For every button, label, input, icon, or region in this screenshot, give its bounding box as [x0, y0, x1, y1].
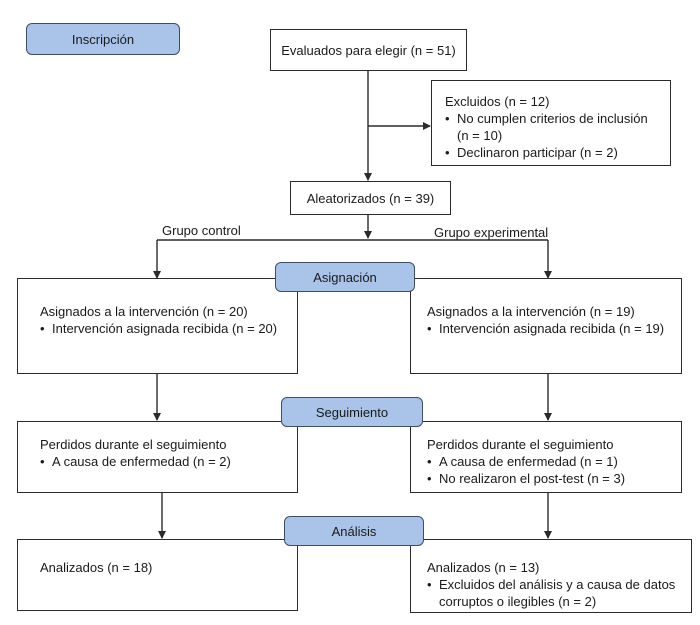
- control-seguimiento-box: Perdidos durante el seguimiento •A causa…: [17, 421, 298, 493]
- experimental-asignados-text: Asignados a la intervención (n = 19): [427, 304, 635, 319]
- stage-inscripcion: Inscripción: [26, 23, 180, 55]
- excluidos-item-declinaron: •Declinaron participar (n = 2): [445, 145, 618, 160]
- control-enfermedad-item: •A causa de enfermedad (n = 2): [40, 454, 231, 469]
- excluidos-item-criterios-count: (n = 10): [457, 128, 503, 143]
- excluidos-title: Excluidos (n = 12): [445, 94, 550, 109]
- bullet-icon: •: [427, 321, 432, 336]
- excluidos-item-criterios: •No cumplen criterios de inclusión: [445, 111, 648, 126]
- stage-analisis-label: Análisis: [331, 523, 377, 539]
- stage-asignacion: Asignación: [275, 262, 415, 292]
- bullet-icon: •: [40, 321, 45, 336]
- evaluados-text: Evaluados para elegir (n = 51): [281, 42, 456, 58]
- experimental-excluidos-item: •Excluidos del análisis y a causa de dat…: [427, 577, 676, 592]
- control-asignados-box: Asignados a la intervención (n = 20) •In…: [17, 278, 298, 374]
- stage-seguimiento-label: Seguimiento: [315, 404, 389, 420]
- control-recibida-item: •Intervención asignada recibida (n = 20): [40, 321, 278, 336]
- experimental-excluidos-item-cont: corruptos o ilegibles (n = 2): [439, 594, 597, 609]
- control-perdidos-text: Perdidos durante el seguimiento: [40, 437, 227, 452]
- experimental-enfermedad-item: •A causa de enfermedad (n = 1): [427, 454, 618, 469]
- aleatorizados-text: Aleatorizados (n = 39): [306, 190, 435, 206]
- bullet-icon: •: [427, 454, 432, 469]
- control-analisis-box: Analizados (n = 18): [17, 539, 298, 611]
- stage-inscripcion-label: Inscripción: [71, 31, 135, 47]
- experimental-seguimiento-box: Perdidos durante el seguimiento •A causa…: [410, 421, 682, 493]
- bullet-icon: •: [445, 111, 450, 126]
- excluidos-box: Excluidos (n = 12) •No cumplen criterios…: [431, 80, 671, 166]
- evaluados-box: Evaluados para elegir (n = 51): [270, 29, 467, 71]
- stage-asignacion-label: Asignación: [313, 269, 377, 285]
- control-asignados-text: Asignados a la intervención (n = 20): [40, 304, 248, 319]
- experimental-recibida-item: •Intervención asignada recibida (n = 19): [427, 321, 665, 336]
- bullet-icon: •: [427, 577, 432, 592]
- experimental-posttest-item: •No realizaron el post-test (n = 3): [427, 471, 626, 486]
- experimental-asignados-box: Asignados a la intervención (n = 19) •In…: [410, 278, 682, 374]
- stage-seguimiento: Seguimiento: [281, 397, 423, 427]
- group-experimental-label: Grupo experimental: [434, 225, 549, 240]
- experimental-analisis-box: Analizados (n = 13) •Excluidos del análi…: [410, 539, 692, 613]
- stage-analisis: Análisis: [284, 516, 424, 546]
- aleatorizados-box: Aleatorizados (n = 39): [290, 181, 451, 215]
- group-control-label: Grupo control: [162, 223, 241, 238]
- bullet-icon: •: [427, 471, 432, 486]
- experimental-perdidos-text: Perdidos durante el seguimiento: [427, 437, 614, 452]
- control-analizados-text: Analizados (n = 18): [40, 560, 153, 575]
- bullet-icon: •: [445, 145, 450, 160]
- bullet-icon: •: [40, 454, 45, 469]
- experimental-analizados-text: Analizados (n = 13): [427, 560, 540, 575]
